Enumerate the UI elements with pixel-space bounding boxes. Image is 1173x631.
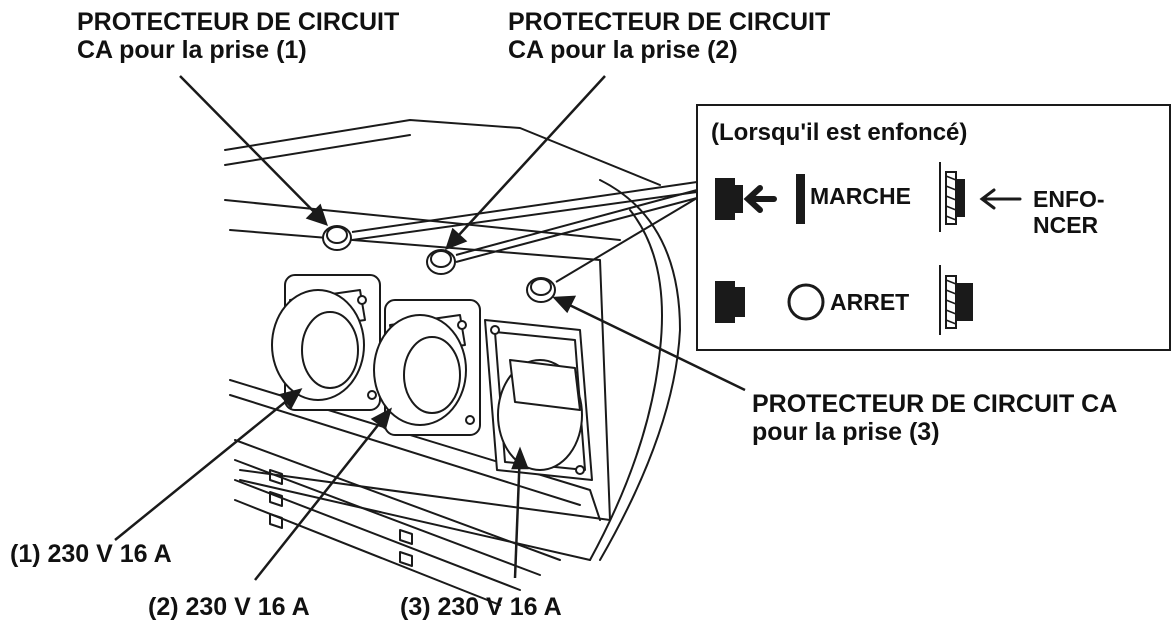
grille-tab-3 [269, 513, 283, 529]
grille-tab-4 [399, 529, 413, 545]
callout-arrow-outlet-3 [513, 449, 522, 579]
released-button-icon [939, 265, 973, 335]
on-bar-icon [796, 174, 805, 224]
protector-callouts [179, 75, 746, 392]
generator-body [224, 119, 681, 606]
off-circle-icon [787, 283, 825, 321]
push-label-line2: NCER [1033, 211, 1099, 238]
protector-1-label-line2: CA pour la prise (1) [77, 36, 307, 64]
grille-line-1 [234, 439, 561, 561]
panel-top-edge-inner [224, 134, 411, 166]
panel-frame-left [229, 229, 611, 521]
protector-1-label-line1: PROTECTEUR DE CIRCUIT [77, 8, 400, 36]
outlet-2-label: (2) 230 V 16 A [148, 593, 310, 621]
push-label-line1: ENFO- [1033, 186, 1105, 212]
protector-2-label: PROTECTEUR DE CIRCUIT CA pour la prise (… [508, 8, 830, 64]
grille-tab-5 [399, 551, 413, 567]
callout-arrow-protector-2 [446, 75, 606, 249]
inset-frame [696, 104, 1171, 351]
inset-off-row [715, 265, 973, 335]
arrow-left-icon [743, 185, 777, 213]
callout-arrow-outlet-2 [254, 409, 391, 581]
circuit-protector-buttons [322, 225, 556, 303]
panel-top-edge [224, 119, 661, 186]
outlet-3-label: (3) 230 V 16 A [400, 593, 562, 621]
protector-1-label: PROTECTEUR DE CIRCUIT CA pour la prise (… [77, 8, 399, 64]
off-label: ARRET [830, 289, 910, 315]
push-label: ENFO- NCER [1033, 186, 1105, 239]
panel-bottom-rail-2 [229, 394, 581, 506]
push-arrow-icon [979, 188, 1022, 210]
on-pin-icon [715, 178, 735, 220]
outlet-1-label: (1) 230 V 16 A [10, 540, 172, 568]
grille-tab-1 [269, 469, 283, 485]
panel-bottom-rail [229, 379, 601, 521]
inset-leader-lines [351, 181, 698, 283]
protector-3-label-line1: PROTECTEUR DE CIRCUIT CA [752, 390, 1118, 418]
panel-upper-line [224, 199, 621, 241]
outlet-3-socket [484, 319, 593, 481]
protector-2-label-line2: CA pour la prise (2) [508, 36, 738, 64]
outlet-1-socket [271, 274, 381, 411]
inset-title: (Lorsqu'il est enfoncé) [711, 119, 968, 146]
protector-button-3 [526, 277, 556, 303]
off-pin-icon [715, 281, 735, 323]
on-label: MARCHE [810, 183, 911, 209]
callout-arrow-protector-3 [554, 296, 746, 392]
callout-arrow-outlet-1 [114, 389, 301, 541]
housing-right-curve [599, 179, 681, 561]
protector-button-1 [322, 225, 352, 251]
inset-on-row [715, 162, 1022, 232]
protector-3-label-line2: pour la prise (3) [752, 418, 940, 446]
pushed-button-icon [939, 162, 965, 232]
protector-2-label-line1: PROTECTEUR DE CIRCUIT [508, 8, 831, 36]
protector-3-label: PROTECTEUR DE CIRCUIT CA pour la prise (… [752, 390, 1117, 446]
outlet-2-socket [373, 299, 481, 436]
outlet-callouts [114, 388, 529, 581]
grille-line-2 [234, 459, 541, 576]
callout-arrow-protector-1 [179, 75, 327, 225]
protector-button-2 [426, 249, 456, 275]
housing-base [239, 479, 591, 561]
grille-tab-2 [269, 491, 283, 507]
